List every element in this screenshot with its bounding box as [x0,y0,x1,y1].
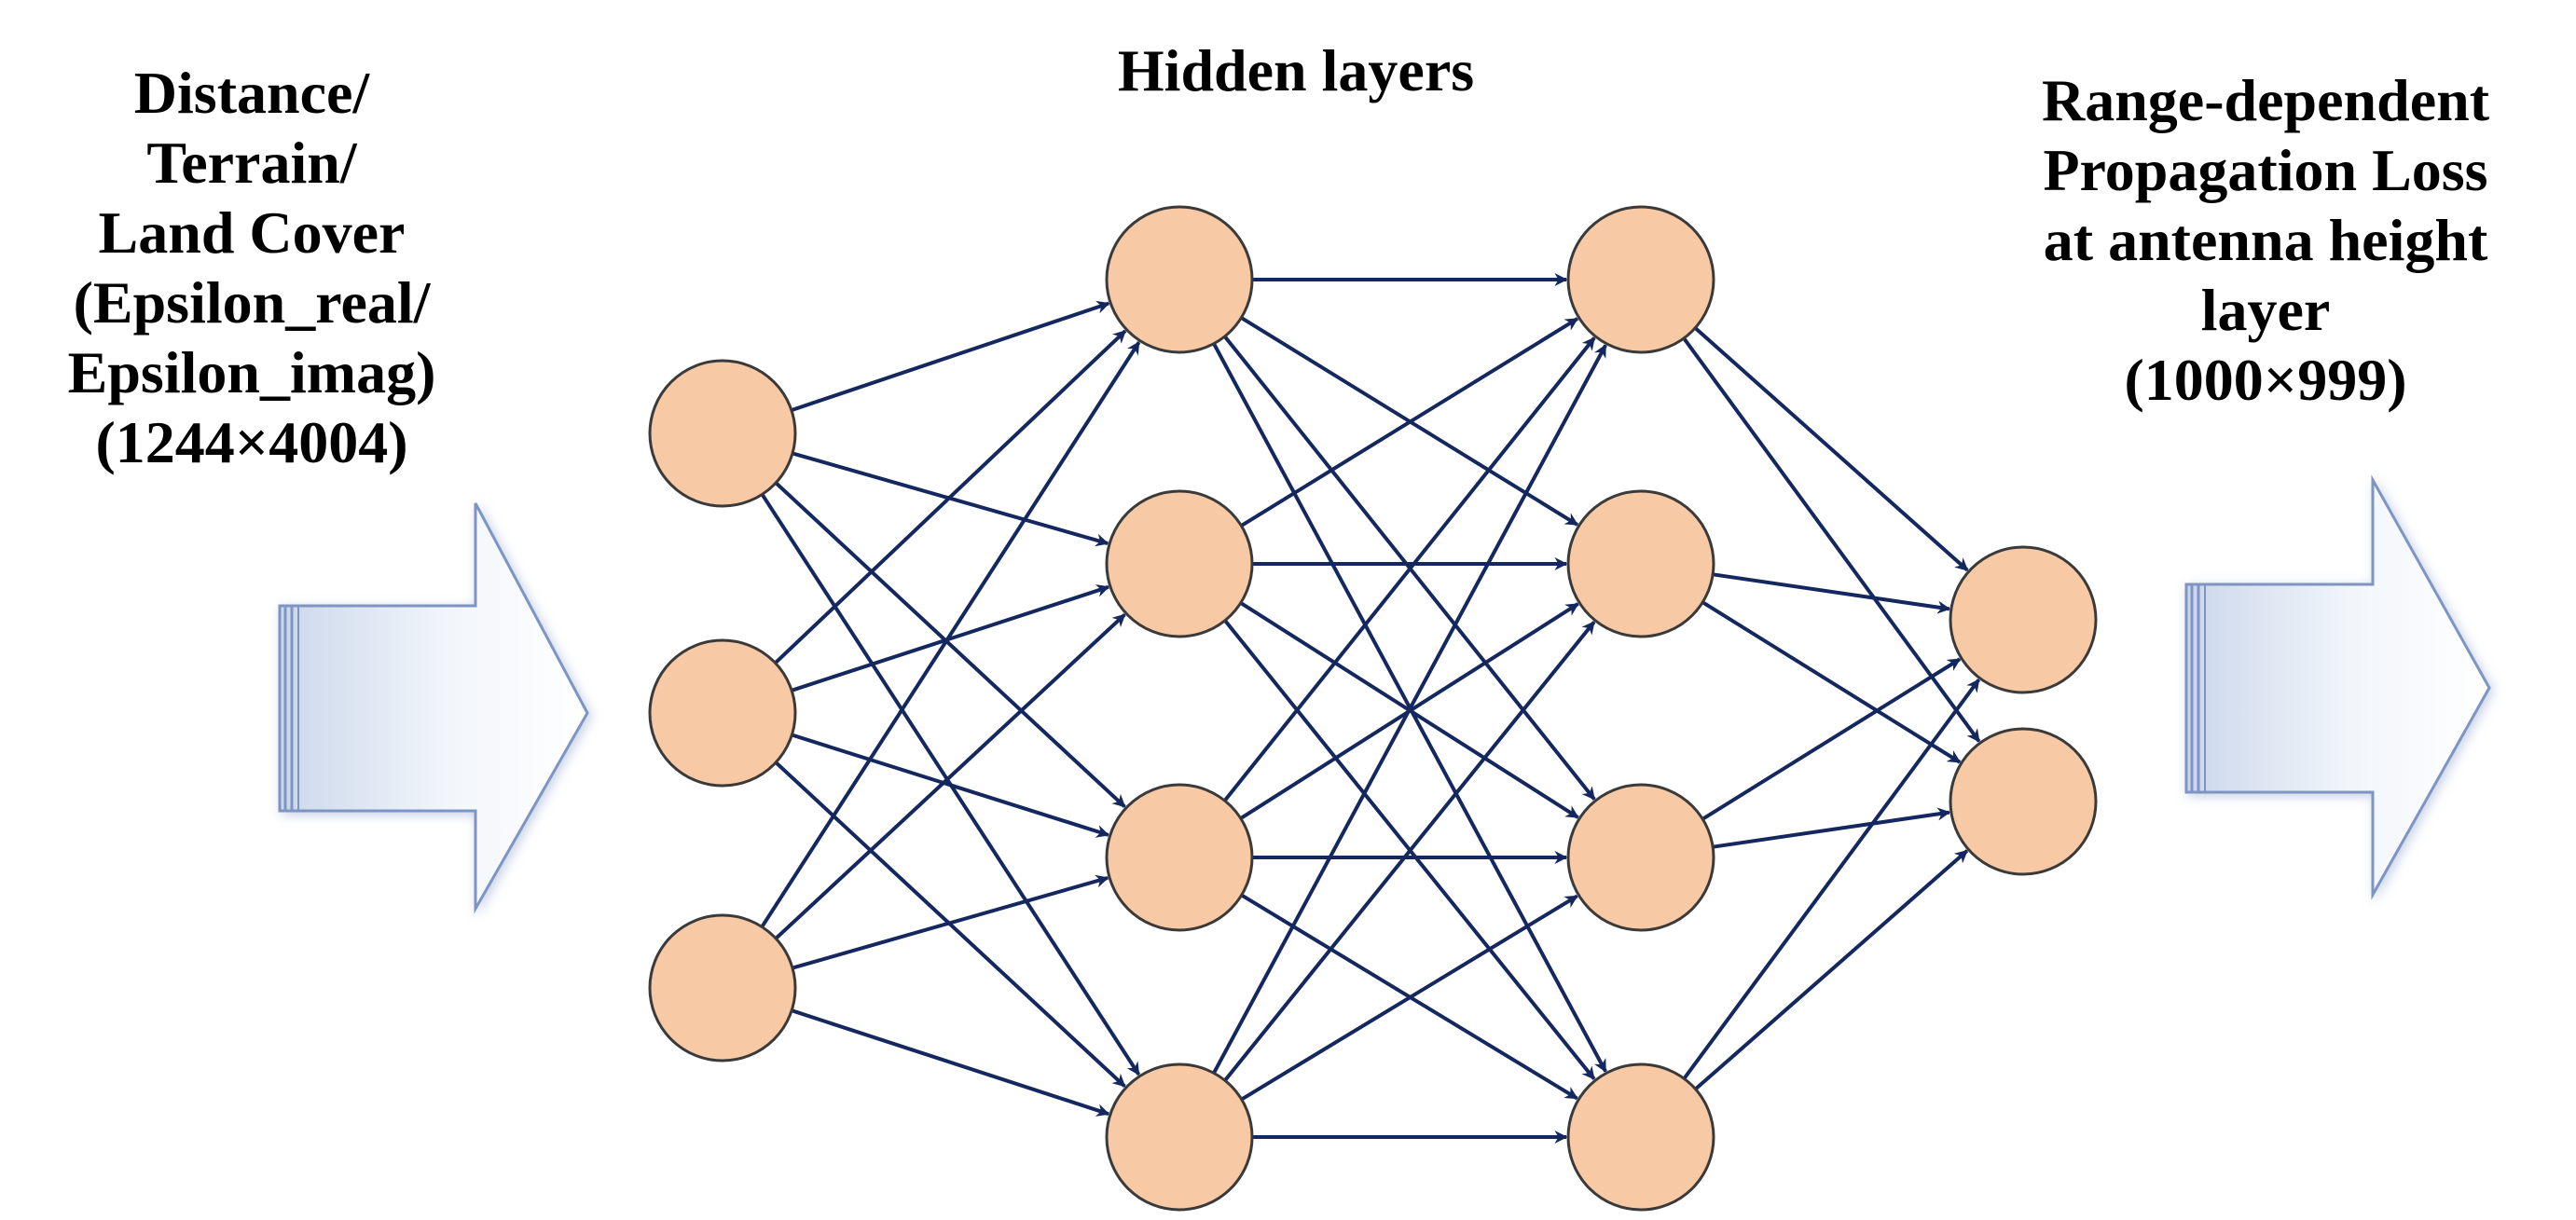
output-label-line: at antenna height [2043,207,2488,273]
connections [760,273,1981,1144]
output-label-line: (1000×999) [2124,347,2407,413]
input-node-2 [648,638,797,788]
output-block-arrow-icon [2184,474,2491,900]
connection-hidden1-1-to-hidden2-0 [1240,317,1579,528]
connection-hidden1-3-to-hidden2-2 [1240,894,1578,1102]
input-node-1 [648,359,797,508]
input-label-line: Land Cover [98,199,406,266]
hidden1-node-4 [1105,1062,1254,1212]
hidden1-node-2 [1105,489,1254,638]
connection-hidden2-2-to-output-1 [1712,807,1951,849]
input-label: Distance/Terrain/Land Cover(Epsilon_real… [0,58,503,477]
connection-hidden2-1-to-output-1 [1701,600,1962,764]
connection-input-2-to-hidden1-3 [791,1008,1110,1117]
hidden2-node-3 [1566,783,1715,932]
output-label-line: Range-dependent [2041,67,2490,133]
input-label-line: Terrain/ [146,130,357,196]
output-label-line: Propagation Loss [2043,137,2488,203]
connection-input-0-to-hidden1-2 [774,481,1126,809]
connection-input-2-to-hidden1-2 [792,874,1109,970]
input-label-line: (1244×4004) [95,409,408,475]
hidden1-node-1 [1105,205,1254,354]
connection-hidden2-3-to-output-0 [1682,679,1981,1080]
hidden1-node-3 [1105,783,1254,932]
connection-input-1-to-hidden1-2 [791,733,1110,838]
hidden2-node-1 [1566,205,1715,354]
input-block-arrow-icon [278,502,589,914]
connection-input-0-to-hidden1-0 [791,300,1110,413]
connection-hidden2-0-to-output-1 [1682,336,1981,743]
input-label-line: Epsilon_imag) [67,339,436,405]
connection-hidden2-3-to-output-1 [1694,849,1969,1091]
connection-hidden1-3-to-hidden2-1 [1223,621,1596,1082]
hidden2-node-4 [1566,1062,1715,1212]
connection-hidden1-3-to-hidden2-0 [1212,344,1607,1075]
output-label-line: layer [2200,277,2331,343]
connection-hidden2-1-to-output-0 [1712,572,1951,614]
connection-hidden2-0-to-output-0 [1693,326,1969,572]
hidden-layers-label: Hidden layers [1117,37,1475,103]
hidden2-node-2 [1566,489,1715,638]
connection-input-2-to-hidden1-0 [760,341,1141,928]
connection-input-2-to-hidden1-1 [774,612,1126,940]
connection-hidden2-2-to-output-0 [1701,657,1962,821]
connection-hidden1-2-to-hidden2-0 [1223,336,1596,802]
output-node-1 [1949,545,2098,694]
nodes [648,205,2098,1212]
input-node-3 [648,913,797,1062]
output-node-2 [1949,727,2098,876]
connection-input-1-to-hidden1-1 [791,584,1110,692]
input-label-line: (Epsilon_real/ [73,269,431,336]
input-label-line: Distance/ [133,60,370,126]
connection-input-1-to-hidden1-0 [774,329,1127,665]
